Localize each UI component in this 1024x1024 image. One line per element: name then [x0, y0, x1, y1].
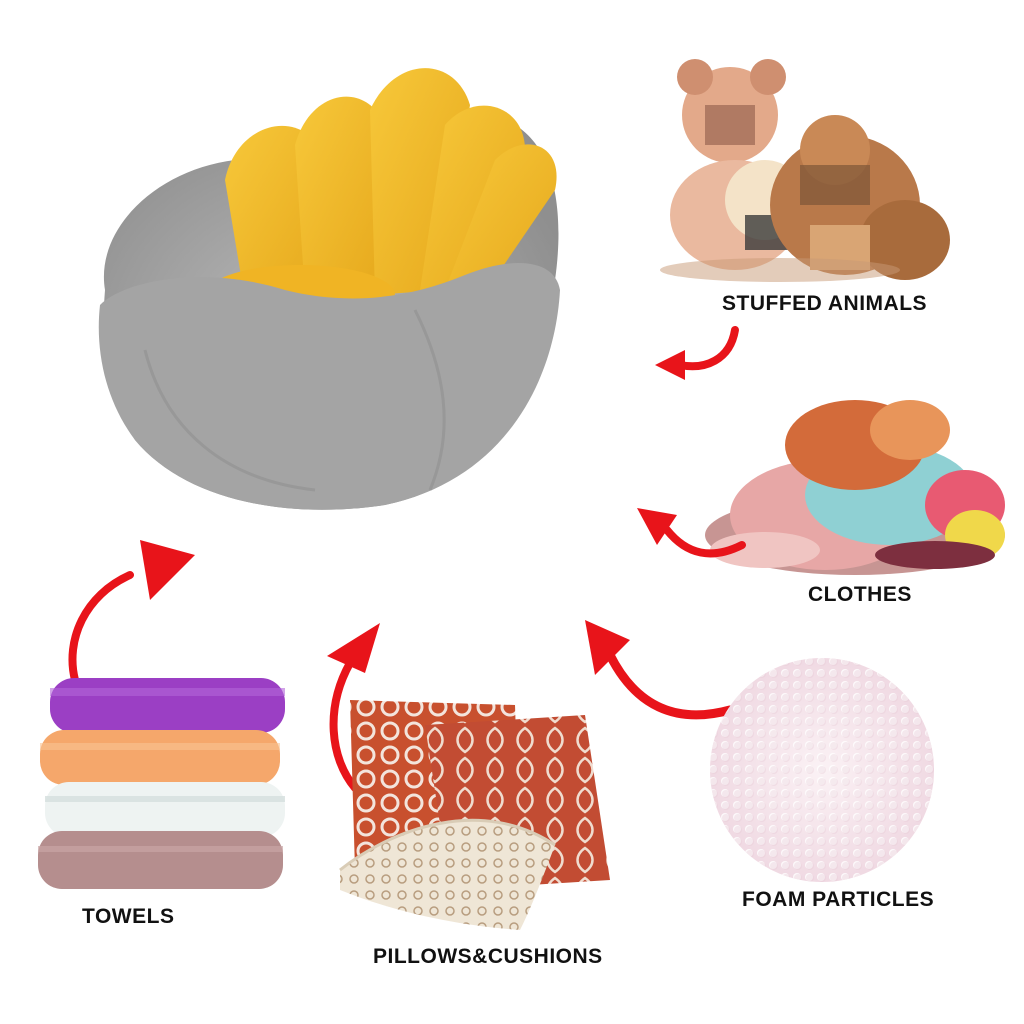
arrow-icon — [68, 540, 195, 684]
foam-particles-image — [710, 658, 934, 882]
towels-image — [38, 678, 285, 889]
clothes-label: CLOTHES — [808, 583, 912, 606]
pillows-cushions-label: PILLOWS&CUSHIONS — [373, 945, 603, 968]
arrow-icon — [655, 326, 739, 380]
stuffed-animals-image — [660, 59, 950, 282]
pillows-cushions-image — [339, 700, 610, 930]
foam-particles-label: FOAM PARTICLES — [742, 888, 935, 911]
bean-bag-chair-image — [98, 68, 561, 510]
arrow-icon — [327, 623, 380, 792]
arrow-icon — [637, 508, 746, 558]
towels-label: TOWELS — [82, 905, 175, 928]
arrow-icon — [585, 620, 735, 720]
stuffed-animals-label: STUFFED ANIMALS — [722, 292, 928, 315]
clothes-image — [705, 400, 1005, 575]
